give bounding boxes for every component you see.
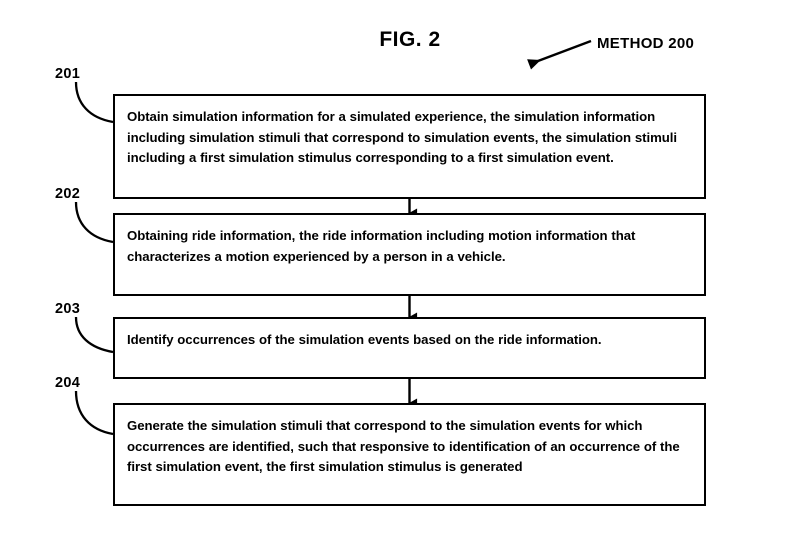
flow-step-text-201: Obtain simulation information for a simu…	[127, 109, 678, 165]
reference-numeral-203: 203	[55, 301, 81, 317]
reference-numeral-202: 202	[55, 186, 81, 202]
reference-numeral-201: 201	[55, 66, 81, 82]
leader-line-203	[74, 316, 114, 354]
method-callout-label: METHOD 200	[597, 35, 695, 52]
flow-step-box-204: Generate the simulation stimuli that cor…	[113, 403, 706, 506]
flow-step-text-204: Generate the simulation stimuli that cor…	[127, 418, 680, 474]
flow-step-text-202: Obtaining ride information, the ride inf…	[127, 228, 636, 264]
flow-step-box-202: Obtaining ride information, the ride inf…	[113, 213, 706, 296]
leader-line-204	[74, 390, 114, 436]
leader-line-201	[74, 81, 114, 124]
method-pointer-arrow	[527, 39, 592, 70]
flow-step-box-203: Identify occurrences of the simulation e…	[113, 317, 706, 379]
flow-step-text-203: Identify occurrences of the simulation e…	[127, 332, 602, 347]
flow-step-box-201: Obtain simulation information for a simu…	[113, 94, 706, 199]
leader-line-202	[74, 201, 114, 244]
reference-numeral-204: 204	[55, 375, 81, 391]
figure-title: FIG. 2	[379, 28, 441, 51]
